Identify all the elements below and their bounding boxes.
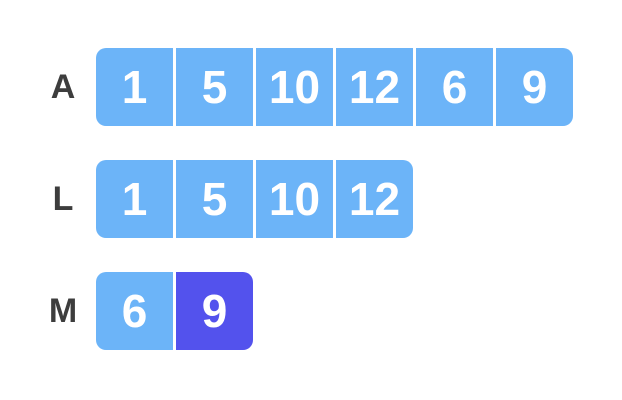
cell-value: 6 xyxy=(441,61,468,113)
array-row-l: L 1 5 10 12 xyxy=(30,160,573,238)
array-row-m: M 6 9 xyxy=(30,272,573,350)
array-cell: 12 xyxy=(336,160,413,238)
cell-value: 10 xyxy=(268,173,321,225)
array-cell: 9 xyxy=(176,272,253,350)
array-merge-diagram: A 1 5 10 12 6 9 L 1 5 10 12 M 6 9 xyxy=(30,48,573,384)
array-row-a: A 1 5 10 12 6 9 xyxy=(30,48,573,126)
cell-value: 5 xyxy=(201,61,228,113)
cell-value: 1 xyxy=(121,61,148,113)
array-cells: 1 5 10 12 xyxy=(96,160,413,238)
cell-value: 12 xyxy=(348,173,401,225)
array-cell: 10 xyxy=(256,160,333,238)
array-cell: 10 xyxy=(256,48,333,126)
array-cell: 1 xyxy=(96,160,173,238)
cell-value: 9 xyxy=(521,61,548,113)
array-cell: 1 xyxy=(96,48,173,126)
cell-value: 6 xyxy=(121,285,148,337)
array-cell: 12 xyxy=(336,48,413,126)
array-cell: 5 xyxy=(176,48,253,126)
cell-value: 10 xyxy=(268,61,321,113)
row-label: A xyxy=(50,67,76,106)
array-cell: 6 xyxy=(416,48,493,126)
row-label: M xyxy=(48,291,78,330)
array-cell: 9 xyxy=(496,48,573,126)
array-cell: 5 xyxy=(176,160,253,238)
array-cell: 6 xyxy=(96,272,173,350)
cell-value: 1 xyxy=(121,173,148,225)
row-label: L xyxy=(52,179,74,218)
cell-value: 9 xyxy=(201,285,228,337)
cell-value: 12 xyxy=(348,61,401,113)
array-cells: 6 9 xyxy=(96,272,253,350)
array-cells: 1 5 10 12 6 9 xyxy=(96,48,573,126)
cell-value: 5 xyxy=(201,173,228,225)
